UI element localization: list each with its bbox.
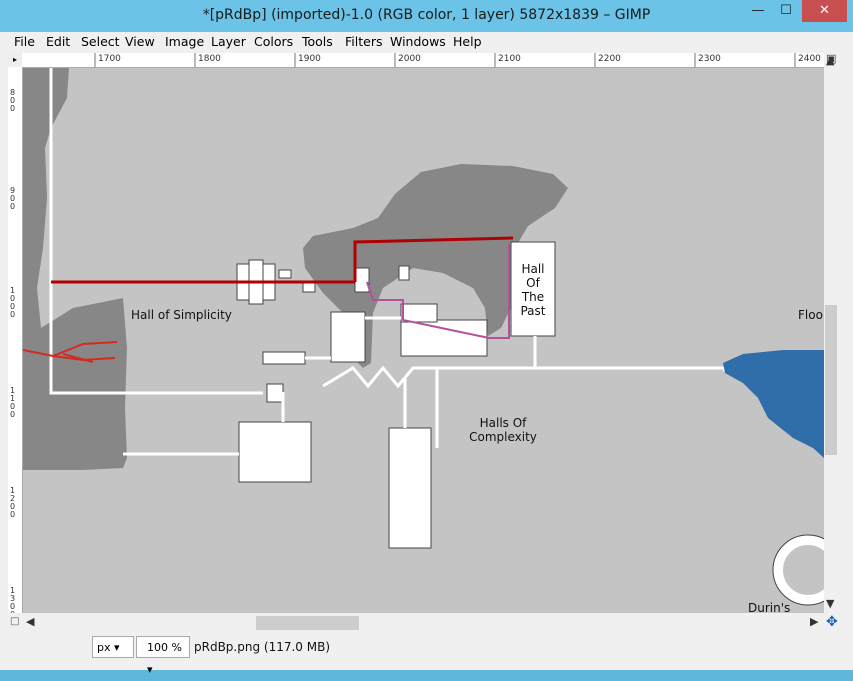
menu-layer[interactable]: Layer bbox=[211, 34, 246, 49]
label-halls-of-complexity: Halls Of Complexity bbox=[469, 416, 537, 444]
room-block bbox=[278, 269, 292, 279]
room-block bbox=[400, 303, 438, 323]
menu-colors[interactable]: Colors bbox=[254, 34, 294, 49]
window-title: *[pRdBp] (imported)-1.0 (RGB color, 1 la… bbox=[202, 7, 651, 23]
room-block bbox=[262, 351, 306, 365]
menu-select[interactable]: Select bbox=[81, 34, 120, 49]
ruler-tick-label: 1300 bbox=[10, 586, 16, 614]
room-block bbox=[266, 383, 284, 403]
menu-file[interactable]: File bbox=[14, 34, 35, 49]
ruler-tick-label: 1900 bbox=[298, 54, 321, 64]
menu-image[interactable]: Image bbox=[165, 34, 205, 49]
room-block bbox=[330, 311, 366, 363]
ruler-tick-label: 2200 bbox=[598, 54, 621, 64]
maximize-button[interactable]: ☐ bbox=[780, 3, 792, 18]
ruler-tick-label: 2100 bbox=[498, 54, 521, 64]
menu-bar: File Edit Select View Image Layer Colors… bbox=[8, 32, 846, 52]
label-durins: Durin's bbox=[748, 601, 791, 613]
red-crack bbox=[23, 341, 118, 363]
ruler-corner-icon[interactable]: ▸ bbox=[8, 53, 22, 67]
unit-select[interactable]: px ▾ bbox=[92, 636, 134, 658]
file-info: pRdBp.png (117.0 MB) bbox=[194, 640, 331, 654]
room-block bbox=[238, 421, 312, 483]
menu-windows[interactable]: Windows bbox=[390, 34, 446, 49]
horizontal-scroll-thumb[interactable] bbox=[256, 616, 359, 630]
corridor bbox=[49, 68, 263, 395]
minimize-button[interactable]: — bbox=[751, 3, 765, 18]
horizontal-scrollbar[interactable]: ◀ ▶ bbox=[22, 613, 824, 632]
zoom-toggle-icon[interactable]: ▣ bbox=[826, 52, 837, 65]
ruler-tick-label: 2400 bbox=[798, 54, 821, 64]
corridor bbox=[322, 365, 423, 389]
durins-circle bbox=[773, 535, 824, 605]
ruler-tick-label: 1800 bbox=[198, 54, 221, 64]
status-bar: □ px ▾ 100 % ▾ pRdBp.png (117.0 MB) bbox=[8, 616, 846, 676]
zoom-select[interactable]: 100 % ▾ bbox=[136, 636, 190, 676]
room-block bbox=[400, 319, 488, 357]
menu-edit[interactable]: Edit bbox=[46, 34, 71, 49]
menu-help[interactable]: Help bbox=[453, 34, 482, 49]
label-floo: Floo bbox=[798, 308, 823, 322]
vertical-scrollbar[interactable]: ▲ ▼ bbox=[824, 54, 838, 613]
menu-filters[interactable]: Filters bbox=[345, 34, 383, 49]
image-canvas[interactable]: Hall of Simplicity Hall Of The Past Hall… bbox=[23, 68, 824, 613]
label-hall-of-simplicity: Hall of Simplicity bbox=[131, 308, 232, 322]
room-block bbox=[354, 267, 370, 293]
dark-region-left bbox=[23, 68, 127, 470]
scroll-down-icon[interactable]: ▼ bbox=[826, 597, 835, 610]
pink-route bbox=[366, 244, 510, 339]
room-block bbox=[388, 427, 432, 549]
ruler-tick-label: 1700 bbox=[98, 54, 121, 64]
zoom-value: 100 % bbox=[147, 641, 182, 654]
label-hall-of-the-past: Hall Of The Past bbox=[520, 262, 546, 318]
durins-circle-outline bbox=[772, 534, 824, 606]
blue-lake bbox=[723, 350, 824, 458]
navigate-icon[interactable]: ✥ bbox=[826, 614, 838, 630]
horizontal-ruler[interactable]: 1700 1800 1900 2000 2100 2200 2300 2400 bbox=[22, 53, 824, 68]
vertical-scroll-thumb[interactable] bbox=[825, 305, 837, 455]
title-bar[interactable]: *[pRdBp] (imported)-1.0 (RGB color, 1 la… bbox=[0, 0, 853, 32]
room-block bbox=[398, 265, 410, 281]
room-hall-of-the-past bbox=[510, 241, 556, 337]
unit-value: px bbox=[97, 641, 111, 654]
scroll-left-icon[interactable]: ◀ bbox=[26, 615, 35, 628]
ruler-ticks bbox=[94, 53, 796, 67]
menu-view[interactable]: View bbox=[125, 34, 155, 49]
close-button[interactable]: ✕ bbox=[802, 0, 847, 22]
menu-tools[interactable]: Tools bbox=[302, 34, 333, 49]
scroll-up-icon[interactable]: ▲ bbox=[826, 54, 835, 67]
ruler-tick-label: 2000 bbox=[398, 54, 421, 64]
map-drawing bbox=[23, 68, 824, 606]
ruler-tick-label: 2300 bbox=[698, 54, 721, 64]
quick-mask-icon[interactable]: □ bbox=[10, 616, 20, 627]
red-route bbox=[51, 236, 514, 284]
scroll-right-icon[interactable]: ▶ bbox=[810, 615, 819, 628]
